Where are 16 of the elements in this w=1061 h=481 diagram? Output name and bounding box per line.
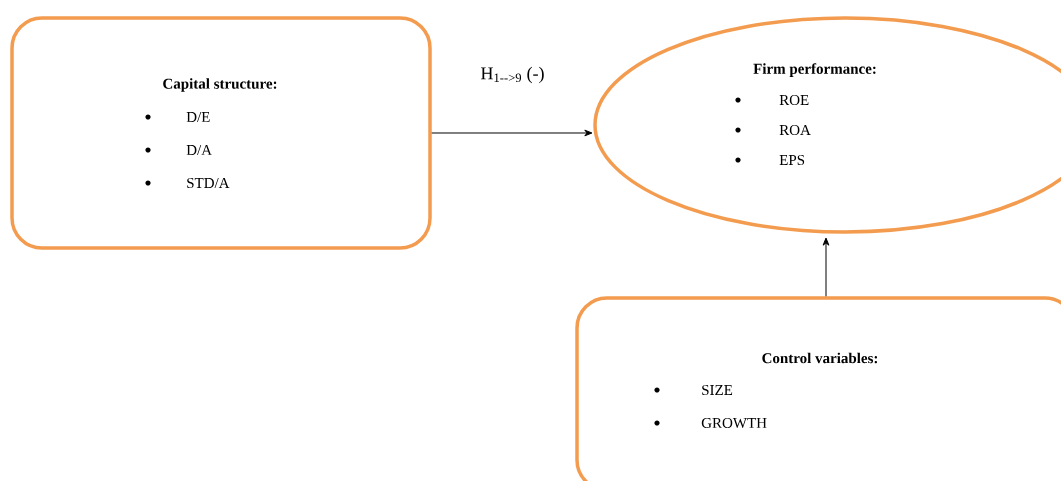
heading: Firm performance: bbox=[753, 63, 876, 77]
list-item: STD/A bbox=[187, 177, 230, 189]
heading: Capital structure: bbox=[163, 78, 277, 92]
list-item: ROA bbox=[779, 124, 811, 136]
process-box bbox=[575, 296, 1061, 481]
list-item: ROE bbox=[779, 94, 809, 106]
list-item: SIZE bbox=[702, 384, 733, 396]
list-item: D/A bbox=[186, 145, 212, 155]
list-item: GROWTH bbox=[701, 417, 767, 429]
edge-label: H$_{1-->9}$ (-) bbox=[481, 66, 544, 84]
arrow bbox=[822, 237, 830, 297]
arrow bbox=[431, 129, 593, 137]
process-box bbox=[10, 16, 432, 250]
list-item: EPS bbox=[779, 154, 805, 166]
heading: Control variables: bbox=[762, 352, 878, 364]
list-item: D/E bbox=[186, 112, 210, 122]
